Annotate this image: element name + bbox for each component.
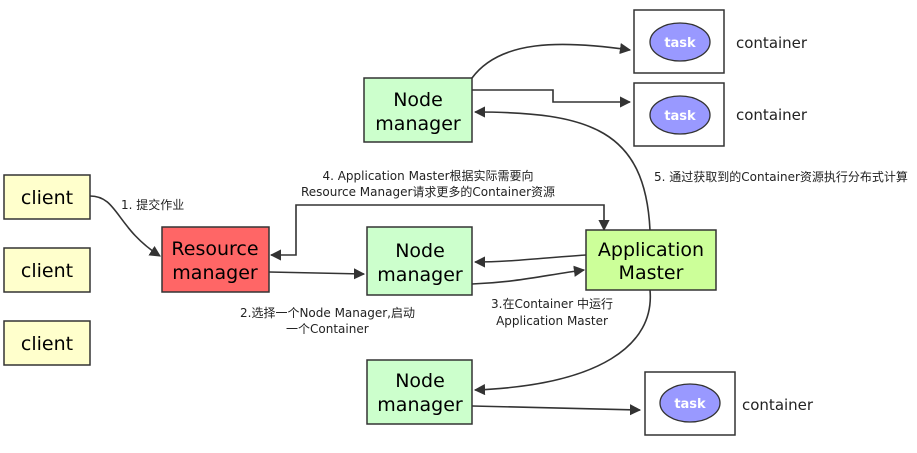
connectors	[89, 43, 652, 416]
client-box-1: client	[3, 174, 91, 220]
container-label-bottom: container	[742, 396, 814, 414]
resource-manager-box: Resource manager	[161, 226, 270, 293]
node-manager-middle-box: Node manager	[366, 226, 473, 296]
client-label-1: client	[21, 187, 73, 209]
arrow-node-manager-to-app-master	[471, 265, 586, 285]
arrow-app-master-to-top-node-manager	[473, 106, 651, 231]
client-label-2: client	[21, 260, 73, 282]
arrow-node-manager-to-task-2	[472, 89, 632, 108]
task-ellipse-3	[659, 383, 721, 423]
arrow-node-manager-to-task-3	[471, 404, 642, 416]
node-manager-top-line2: manager	[375, 113, 461, 135]
annotation-step3-line2: Application Master	[496, 314, 608, 328]
task-label-3: task	[674, 397, 706, 412]
node-manager-bottom-box: Node manager	[366, 359, 473, 425]
arrow-client-to-resource-manager	[89, 195, 161, 257]
container-box-bottom: task	[644, 371, 736, 436]
task-label-2: task	[664, 109, 696, 124]
annotation-step2-line1: 2.选择一个Node Manager,启动	[240, 306, 415, 320]
container-box-top: task	[633, 9, 725, 74]
annotation-step4-line1: 4. Application Master根据实际需要向	[322, 168, 533, 183]
client-label-3: client	[21, 333, 73, 355]
task-label-1: task	[664, 36, 696, 51]
container-label-top: container	[736, 34, 808, 52]
arrow-app-master-to-node-manager	[473, 254, 587, 268]
annotation-step4-line2: Resource Manager请求更多的Container资源	[301, 184, 555, 199]
annotation-step2-line2: 一个Container	[286, 322, 369, 336]
container-box-middle: task	[633, 82, 725, 147]
client-box-3: client	[3, 320, 91, 366]
task-ellipse-2	[649, 95, 711, 135]
arrow-node-manager-to-task-1	[471, 43, 632, 79]
node-manager-bottom-line2: manager	[377, 394, 463, 416]
node-manager-middle-line1: Node	[395, 240, 445, 262]
client-box-2: client	[3, 247, 91, 293]
annotation-step5: 5. 通过获取到的Container资源执行分布式计算	[654, 169, 908, 184]
annotation-step1: 1. 提交作业	[121, 197, 184, 212]
node-manager-bottom-line1: Node	[395, 370, 445, 392]
resource-manager-label-line1: Resource	[171, 238, 258, 260]
resource-manager-label-line2: manager	[172, 262, 258, 284]
application-master-line1: Application	[598, 239, 704, 261]
container-label-middle: container	[736, 106, 808, 124]
arrow-request-resources	[269, 204, 610, 261]
task-ellipse-1	[649, 22, 711, 62]
annotation-step3-line1: 3.在Container 中运行	[491, 296, 613, 311]
arrow-resource-manager-to-node-manager	[268, 268, 366, 280]
node-manager-top-line1: Node	[393, 89, 443, 111]
application-master-line2: Master	[619, 262, 684, 284]
application-master-box: Application Master	[585, 229, 717, 291]
node-manager-top-box: Node manager	[363, 77, 473, 143]
arrow-app-master-to-bottom-node-manager	[473, 289, 652, 396]
node-manager-middle-line2: manager	[377, 264, 463, 286]
